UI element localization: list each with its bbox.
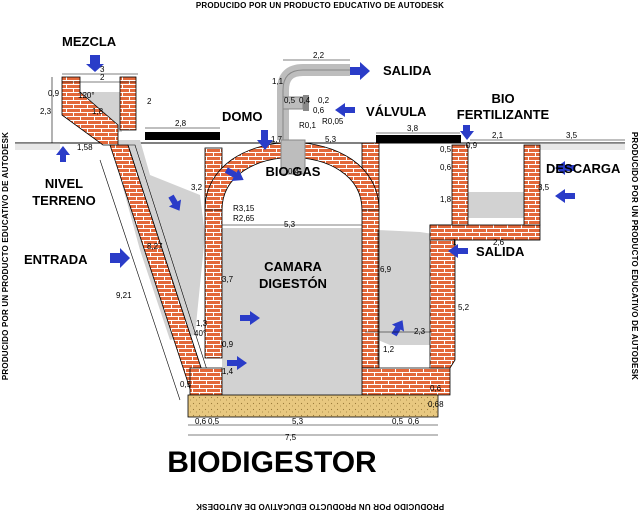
dim-r265: R2,65 <box>233 214 255 223</box>
diagram-title: BIODIGESTOR <box>167 446 377 479</box>
label-domo: DOMO <box>222 109 262 124</box>
dim-068: 0,68 <box>428 400 444 409</box>
dim-75: 7,5 <box>285 433 297 442</box>
dim-r315: R3,15 <box>233 204 255 213</box>
flow-arrows <box>56 55 575 370</box>
dim-23: 2,3 <box>40 107 52 116</box>
inlet-chamber <box>61 76 216 396</box>
dim-14: 1,4 <box>222 367 234 376</box>
dim-r005: R0,05 <box>322 117 344 126</box>
dim-12: 1,2 <box>383 345 395 354</box>
dim-09b: 0,9 <box>466 141 478 150</box>
label-camara-2: DIGESTÓN <box>259 276 327 291</box>
foundation-base <box>187 394 439 418</box>
dim-120: 120° <box>78 91 95 100</box>
dim-158: 1,58 <box>77 143 93 152</box>
dim-2b: 2 <box>147 97 152 106</box>
dim-06c: 0,6 <box>430 384 442 393</box>
dim-22: 2,2 <box>313 51 325 60</box>
dim-bot-05b: 0,5 <box>392 417 404 426</box>
dim-09a: 0,9 <box>48 89 60 98</box>
dim-bot-05a: 0,5 <box>208 417 220 426</box>
arrow-flow-3 <box>391 320 405 337</box>
dimension-labels: 3 2 2 0,9 2,3 120° 1,8 1,58 2,8 2,2 1,1 … <box>40 51 578 442</box>
label-entrada: ENTRADA <box>24 252 88 267</box>
label-nivel-1: NIVEL <box>45 176 83 191</box>
dim-69: 6,9 <box>380 265 392 274</box>
label-bio-gas: BIO GAS <box>266 164 321 179</box>
dim-05c: 0,5 <box>180 380 192 389</box>
dim-35a: 3,5 <box>566 131 578 140</box>
dim-40: 40° <box>194 329 206 338</box>
dimension-lines <box>51 59 625 436</box>
label-mezcla: MEZCLA <box>62 34 117 49</box>
digestion-chamber <box>189 142 451 396</box>
arrow-valvula <box>335 103 355 117</box>
dim-32: 3,2 <box>191 183 203 192</box>
watermark-top: PRODUCIDO POR UN PRODUCTO EDUCATIVO DE A… <box>196 1 444 10</box>
dim-bot-06b: 0,6 <box>408 417 420 426</box>
arrow-mezcla <box>86 55 104 72</box>
dim-bot-53: 5,3 <box>292 417 304 426</box>
dim-11: 1,1 <box>272 77 284 86</box>
watermark-left: PRODUCIDO POR UN PRODUCTO EDUCATIVO DE A… <box>1 132 10 380</box>
dim-21: 2,1 <box>492 131 504 140</box>
label-bio-fert-2: FERTILIZANTE <box>457 107 550 122</box>
dim-921: 9,21 <box>116 291 132 300</box>
arrow-descarga-2 <box>555 189 575 203</box>
dim-05b: 0,5 <box>440 145 452 154</box>
dim-3: 3 <box>100 65 105 74</box>
dim-23b: 2,3 <box>414 327 426 336</box>
label-salida: SALIDA <box>476 244 525 259</box>
arrow-flow-1 <box>168 194 182 211</box>
lid-slabs <box>145 132 461 143</box>
arrow-descarga <box>555 161 575 175</box>
arrow-domo <box>257 130 273 150</box>
dim-1: 1 <box>452 238 457 247</box>
label-descarga: DESCARGA <box>546 161 621 176</box>
dim-28: 2,8 <box>175 119 187 128</box>
dim-04a: 0,4 <box>299 96 311 105</box>
dim-2a: 2 <box>100 73 105 82</box>
dim-06a: 0,6 <box>313 106 325 115</box>
arrow-bio-gas <box>224 167 244 182</box>
watermark-bottom: PRODUCIDO POR UN PRODUCTO EDUCATIVO DE A… <box>196 502 444 511</box>
dim-02: 0,2 <box>318 96 330 105</box>
dim-37: 3,7 <box>222 275 234 284</box>
dim-53b: 5,3 <box>284 220 296 229</box>
label-salida-gas: SALIDA <box>383 63 432 78</box>
label-nivel-2: TERRENO <box>32 193 96 208</box>
dim-26: 2,6 <box>493 238 505 247</box>
dim-09c: 0,9 <box>222 340 234 349</box>
arrow-bio-fert <box>460 125 474 140</box>
dim-05a: 0,5 <box>284 96 296 105</box>
dim-35b: 3,5 <box>538 183 550 192</box>
dim-r01: R0,1 <box>299 121 316 130</box>
dim-04b: 0,4 <box>288 167 300 176</box>
dim-18a: 1,8 <box>92 107 104 116</box>
dim-17: 1,7 <box>271 135 283 144</box>
dim-52: 5,2 <box>458 303 470 312</box>
dim-38: 3,8 <box>407 124 419 133</box>
arrow-flow-2 <box>240 311 260 325</box>
arrow-salida <box>448 244 468 258</box>
arrow-bottom <box>227 356 247 370</box>
arrow-salida-gas <box>350 62 370 80</box>
dim-827: 8,27 <box>147 242 163 251</box>
dim-18b: 1,8 <box>440 195 452 204</box>
arrow-entrada <box>110 248 130 268</box>
dim-53a: 5,3 <box>325 135 337 144</box>
dim-13: 1,3 <box>196 319 208 328</box>
gas-pipe <box>277 64 350 175</box>
label-bio-fert-1: BIO <box>491 91 514 106</box>
outlet-chamber <box>429 144 541 369</box>
label-valvula: VÁLVULA <box>366 104 427 119</box>
label-camara-1: CAMARA <box>264 259 322 274</box>
dim-06b: 0,6 <box>440 163 452 172</box>
watermark-right: PRODUCIDO POR UN PRODUCTO EDUCATIVO DE A… <box>630 132 639 380</box>
arrow-nivel <box>56 146 70 162</box>
dim-bot-06a: 0,6 <box>195 417 207 426</box>
